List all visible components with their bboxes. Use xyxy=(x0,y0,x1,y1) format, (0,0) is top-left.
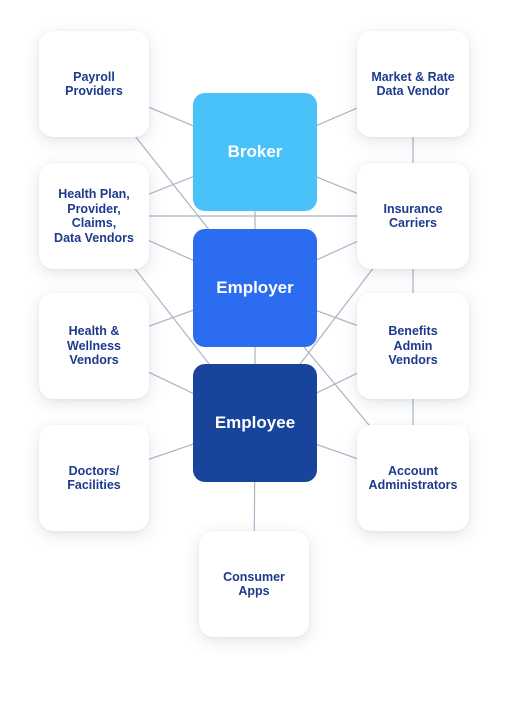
node-label: Doctors/ Facilities xyxy=(67,463,121,493)
node-label: Insurance Carriers xyxy=(383,201,443,231)
hub-label: Broker xyxy=(227,142,283,161)
hub-label: Employer xyxy=(216,278,294,297)
hub-employer: Employer xyxy=(193,229,317,347)
node-label: Account Administrators xyxy=(368,463,458,493)
node-doctors-facilities: Doctors/ Facilities xyxy=(39,425,149,531)
hub-employee: Employee xyxy=(193,364,317,482)
node-health-wellness-vendors: Health & Wellness Vendors xyxy=(39,293,149,399)
node-market-rate-data-vendor: Market & Rate Data Vendor xyxy=(357,31,469,137)
node-label: Health & Wellness Vendors xyxy=(67,324,121,368)
node-payroll-providers: Payroll Providers xyxy=(39,31,149,137)
hub-broker: Broker xyxy=(193,93,317,211)
node-account-administrators: Account Administrators xyxy=(357,425,469,531)
node-label: Market & Rate Data Vendor xyxy=(371,69,455,99)
node-label: Health Plan, Provider, Claims, Data Vend… xyxy=(54,187,134,245)
node-label: Payroll Providers xyxy=(65,69,123,99)
node-label: Benefits Admin Vendors xyxy=(388,324,438,368)
node-health-plan-data-vendors: Health Plan, Provider, Claims, Data Vend… xyxy=(39,163,149,269)
node-insurance-carriers: Insurance Carriers xyxy=(357,163,469,269)
node-benefits-admin-vendors: Benefits Admin Vendors xyxy=(357,293,469,399)
hub-label: Employee xyxy=(214,413,296,432)
node-consumer-apps: Consumer Apps xyxy=(199,531,309,637)
node-label: Consumer Apps xyxy=(223,569,285,599)
